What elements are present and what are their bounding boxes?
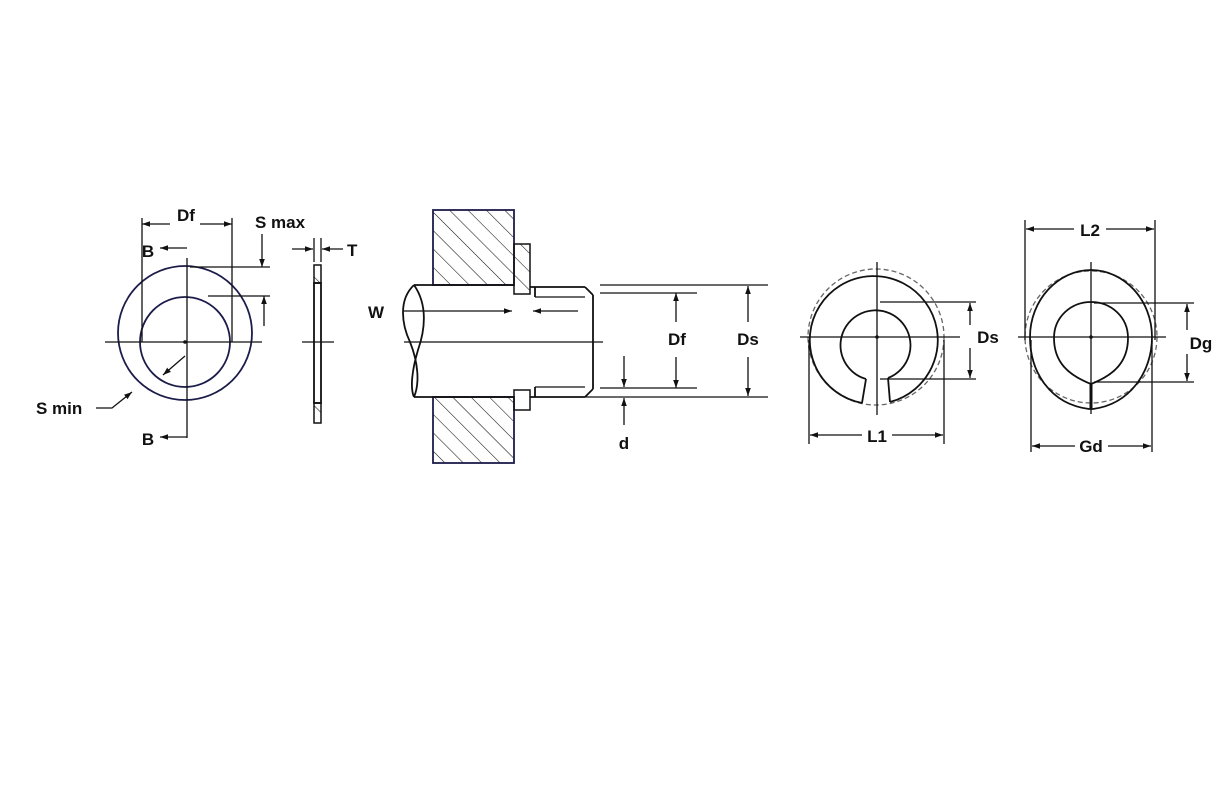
ring-lower	[513, 389, 531, 411]
section-b-bottom-label: B	[142, 430, 154, 449]
gd-label: Gd	[1079, 437, 1103, 456]
section-view: T	[292, 238, 358, 424]
spring2-center-point	[1089, 335, 1093, 339]
split-ring-outer	[808, 275, 939, 404]
housing-lower	[432, 396, 515, 464]
front-view: Df B B S max S min	[36, 206, 306, 449]
assembly-view: W Df Ds d	[368, 209, 768, 464]
s-min-inner-arrow	[162, 355, 186, 376]
w-label: W	[368, 303, 385, 322]
s-min-leader	[96, 391, 133, 409]
spring-view-1: Ds L1	[800, 262, 999, 446]
l1-label: L1	[867, 427, 887, 446]
housing-upper	[432, 209, 515, 286]
split-gap-right	[887, 377, 891, 403]
shaft-break-line-inner	[411, 284, 425, 398]
stud-chamfer-top	[584, 286, 594, 296]
split-ring-inner	[839, 309, 912, 380]
stud-chamfer-bottom	[584, 388, 594, 398]
spring1-ds-label: Ds	[977, 328, 999, 347]
dg-label: Dg	[1190, 334, 1213, 353]
washer-section-body	[313, 282, 322, 404]
washer-outer-circle	[117, 265, 253, 401]
spring1-center-point	[875, 335, 879, 339]
s-max-label: S max	[255, 213, 306, 232]
assembly-ds-label: Ds	[737, 330, 759, 349]
assembly-df-label: Df	[668, 330, 686, 349]
ring-upper	[513, 243, 531, 295]
center-point	[183, 340, 187, 344]
section-b-top-label: B	[142, 242, 154, 261]
t-label: T	[347, 241, 358, 260]
df-label: Df	[177, 206, 195, 225]
d-label: d	[619, 434, 629, 453]
washer-section-top	[313, 264, 322, 284]
washer-section-bottom	[313, 402, 322, 424]
l2-label: L2	[1080, 221, 1100, 240]
s-min-label: S min	[36, 399, 82, 418]
shaft-break-line	[402, 284, 419, 398]
spring-view-2: L2 Dg Gd	[1018, 220, 1212, 456]
split-gap-left	[861, 378, 867, 404]
